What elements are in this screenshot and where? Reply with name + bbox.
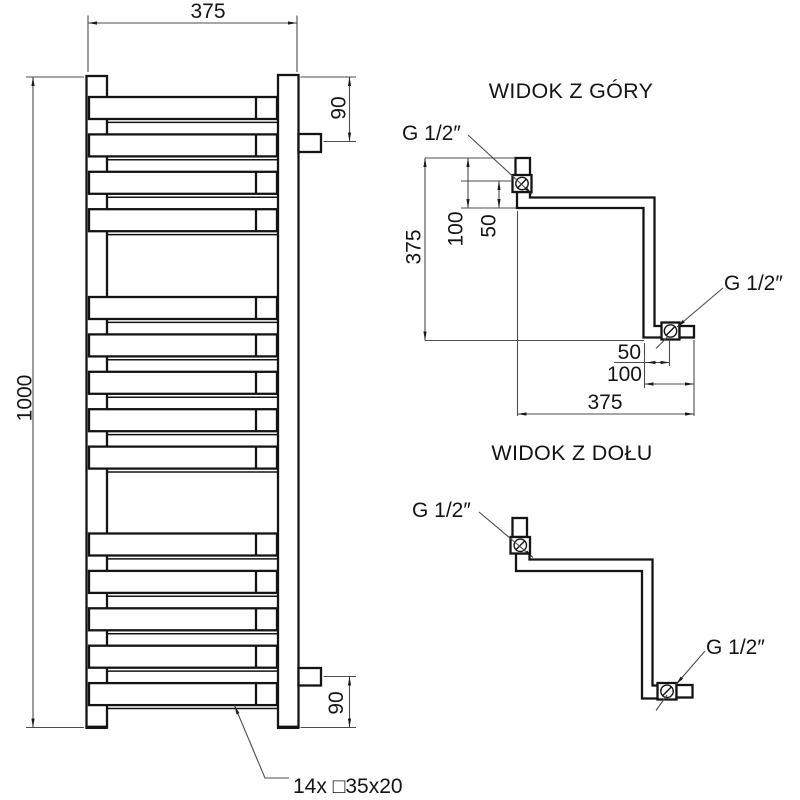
- rung: [87, 532, 279, 557]
- thread-callout-top-left: G 1/2″: [402, 122, 533, 195]
- rung: [87, 681, 279, 707]
- left-valve-slash-icon: [515, 540, 526, 551]
- rung: [87, 95, 279, 121]
- top-view-title: WIDOK Z GÓRY: [489, 78, 653, 103]
- bottom-view-title: WIDOK Z DOŁU: [491, 441, 652, 465]
- rung-profile-callout: 14x □35x20: [233, 705, 403, 798]
- dim-bottom-90-label: 90: [325, 691, 348, 714]
- bottom-view: WIDOK Z DOŁU G 1/2″ G 1/2″: [412, 441, 765, 711]
- thread-callout-top-left: G 1/2″: [412, 499, 534, 558]
- rung: [87, 170, 279, 195]
- right-collector: [276, 73, 300, 729]
- dim-height-label: 1000: [14, 375, 37, 422]
- dim-bottom-50-label: 50: [618, 341, 641, 364]
- thread-callout-bottom-right: G 1/2″: [655, 272, 783, 349]
- rung: [87, 644, 279, 669]
- thread-label: G 1/2″: [724, 272, 783, 295]
- dim-bottom-375-label: 375: [587, 391, 622, 414]
- left-valve-slash-icon: [516, 178, 528, 189]
- thread-callout-bottom-right: G 1/2″: [655, 636, 765, 711]
- top-connection-stub: [297, 132, 323, 154]
- rung-group: [87, 95, 279, 710]
- rung: [87, 569, 279, 595]
- rung: [87, 370, 279, 395]
- dim-width-label: 375: [190, 0, 225, 23]
- top-view: WIDOK Z GÓRY 375 100 50: [402, 78, 783, 416]
- rung: [87, 295, 279, 321]
- front-view: 375 1000 90 90 14x □35x20: [14, 0, 403, 798]
- dim-depth-label: 375: [403, 229, 426, 264]
- dim-bottom-group: 50 100 375: [516, 211, 695, 416]
- dim-offset-100: 100: [445, 158, 470, 247]
- right-pipe-stub: [675, 683, 694, 699]
- dim-width-375: 375: [87, 0, 298, 72]
- dim-bottom-90: 90: [300, 675, 356, 729]
- right-valve-slash-icon: [661, 686, 673, 697]
- left-pipe-stub: [511, 516, 529, 539]
- bottom-connection-stub: [297, 666, 323, 687]
- collector-pipe-top-view: [515, 190, 664, 339]
- thread-label: G 1/2″: [706, 636, 765, 659]
- dim-bottom-100-label: 100: [607, 363, 642, 386]
- rung: [87, 133, 279, 158]
- right-pipe-stub: [678, 324, 696, 339]
- rung: [87, 208, 279, 233]
- rung: [87, 333, 279, 358]
- dim-height-1000: 1000: [14, 76, 84, 729]
- collector-pipe-bottom-view: [514, 552, 661, 700]
- left-pipe-stub: [514, 156, 532, 177]
- rung: [87, 408, 279, 433]
- dim-top-90-label: 90: [328, 96, 351, 119]
- dim-offset-100-label: 100: [445, 211, 468, 246]
- rung: [87, 445, 279, 470]
- rung: [87, 607, 279, 632]
- right-valve-slash-icon: [665, 325, 676, 337]
- thread-label: G 1/2″: [412, 499, 471, 522]
- rung-profile-label: 14x □35x20: [293, 775, 403, 798]
- dim-top-90: 90: [300, 76, 356, 143]
- dim-offset-50-label: 50: [478, 214, 501, 237]
- thread-label: G 1/2″: [402, 122, 461, 145]
- dim-offset-50: 50: [461, 180, 516, 238]
